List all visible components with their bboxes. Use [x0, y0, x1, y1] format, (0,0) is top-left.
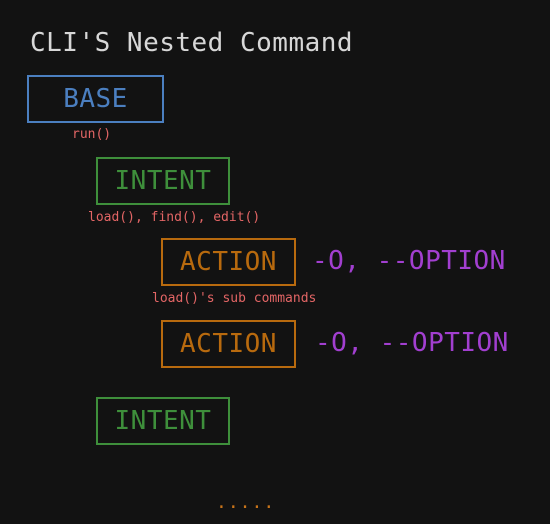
- intent-box-2: INTENT: [96, 397, 230, 445]
- diagram-title: CLI'S Nested Command: [30, 28, 354, 58]
- action-box-2: ACTION: [161, 320, 296, 368]
- base-note: run(): [72, 127, 112, 142]
- action-note: load()'s sub commands: [152, 291, 317, 306]
- action-option-1: -O, --OPTION: [312, 246, 506, 276]
- intent-note: load(), find(), edit(): [88, 210, 261, 225]
- action-option-2: -O, --OPTION: [315, 328, 509, 358]
- base-box: BASE: [27, 75, 164, 123]
- intent-box-1: INTENT: [96, 157, 230, 205]
- action-box-1: ACTION: [161, 238, 296, 286]
- continuation-ellipsis: .....: [216, 492, 276, 513]
